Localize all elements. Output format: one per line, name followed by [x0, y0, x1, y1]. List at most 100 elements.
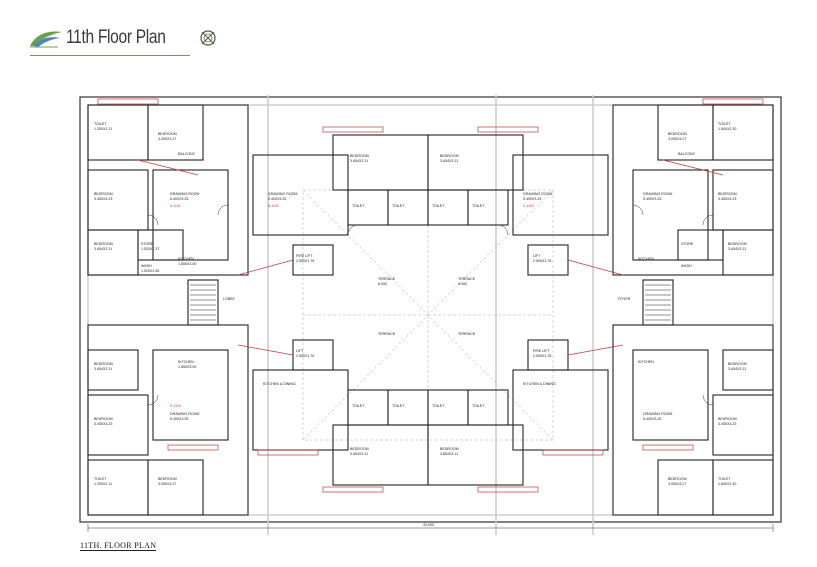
room-label: BEDROOM: [440, 154, 459, 158]
room-label: TOILET: [472, 204, 485, 208]
room-label: BEDROOM: [94, 192, 113, 196]
room-label: LIFT: [296, 349, 304, 353]
room-dim: 1.520X1.37: [141, 247, 159, 251]
room-label: KITCHEN: [178, 257, 194, 261]
room-label: BEDROOM: [158, 132, 177, 136]
room-dim: 3.654X3.11: [440, 159, 458, 163]
room-label: BEDROOM: [94, 242, 113, 246]
room-label: DRAWING ROOM: [523, 192, 552, 196]
room-dim: 3.654X3.11: [440, 452, 458, 456]
room-label: BEDROOM: [440, 447, 459, 451]
room-label: TOILET: [352, 204, 365, 208]
room-label: BEDROOM: [718, 417, 737, 421]
room-label: DRAWING ROOM: [170, 192, 199, 196]
room-label: TOILET: [94, 122, 107, 126]
room-dim: 6.000: [458, 282, 467, 286]
unit-label: B-1102: [268, 204, 279, 208]
room-label: BEDROOM: [668, 132, 687, 136]
room-label: BEDROOM: [728, 362, 747, 366]
room-label: BEDROOM: [350, 447, 369, 451]
room-label: DRAWING ROOM: [170, 412, 199, 416]
room-dim: 3.450X4.23: [94, 197, 112, 201]
room-dim: 5.400X3.25: [170, 417, 188, 421]
room-label: TOILET: [392, 204, 405, 208]
header-underline: [30, 55, 190, 56]
room-label: TOILET: [352, 404, 365, 408]
room-dim: 3.654X3.11: [728, 367, 746, 371]
room-dim: 3.450X4.23: [718, 197, 736, 201]
room-label: LIFT: [533, 254, 541, 258]
room-dim: 3.050X3.27: [158, 137, 176, 141]
room-dim: 3.450X4.23: [718, 422, 736, 426]
room-label: BEDROOM: [718, 192, 737, 196]
room-label: TOILET: [432, 404, 445, 408]
room-dim: 3.654X3.11: [94, 247, 112, 251]
room-dim: 1.840X2.30: [718, 127, 736, 131]
floor-plan-svg: TOILET 1.300X2.11 BEDROOM 3.050X3.27 BED…: [79, 95, 782, 535]
room-label: KITCHEN & DINING: [263, 382, 296, 386]
room-dim: 2.500X1.76: [533, 259, 551, 263]
room-dim: 5.400X3.25: [170, 197, 188, 201]
room-label: KITCHEN & DINING: [523, 382, 556, 386]
room-label: WASH: [141, 264, 152, 268]
room-label: FIRE LIFT: [296, 254, 313, 258]
room-dim: 3.050X3.27: [158, 482, 176, 486]
room-label: DRAWING ROOM: [643, 412, 672, 416]
room-label: BEDROOM: [158, 477, 177, 481]
room-label: FIRE LIFT: [533, 349, 550, 353]
room-dim: 5.400X3.25: [643, 197, 661, 201]
room-label: TOILET: [94, 477, 107, 481]
room-label: KITCHEN: [178, 360, 194, 364]
page-header: 11th Floor Plan: [28, 18, 216, 58]
room-dim: 2.500X1.76: [296, 354, 314, 358]
room-label: TOILET: [718, 122, 731, 126]
room-dim: 3.050X3.27: [668, 482, 686, 486]
room-label: BALCONY: [678, 152, 696, 156]
room-dim: 1.300X2.11: [94, 127, 112, 131]
room-dim: 2.500X1.76: [296, 259, 314, 263]
room-label: TERRACE: [378, 332, 396, 336]
room-label: TOILET: [472, 404, 485, 408]
room-dim: 5.400X3.25: [523, 197, 541, 201]
room-dim: 3.050X3.27: [668, 137, 686, 141]
room-label: DRAWING ROOM: [643, 192, 672, 196]
room-label: TERRACE: [378, 277, 396, 281]
room-label: TOILET: [718, 477, 731, 481]
room-label: STORE: [681, 242, 694, 246]
compass-badge-icon: [200, 30, 216, 46]
overall-dimension: 43.000: [423, 523, 434, 527]
room-label: KITCHEN: [638, 257, 654, 261]
room-dim: 5.400X3.25: [268, 197, 286, 201]
room-label: DRAWING ROOM: [268, 192, 297, 196]
plan-caption: 11TH. FLOOR PLAN: [80, 541, 157, 551]
unit-label: A-1101: [170, 204, 181, 208]
room-dim: 3.654X3.11: [350, 159, 368, 163]
room-label: BEDROOM: [668, 477, 687, 481]
room-dim: 6.000: [378, 282, 387, 286]
room-dim: 5.400X3.25: [643, 417, 661, 421]
page-title: 11th Floor Plan: [66, 27, 166, 48]
room-label: BEDROOM: [94, 362, 113, 366]
room-dim: 1.840X2.30: [718, 482, 736, 486]
room-dim: 3.654X3.11: [728, 247, 746, 251]
room-label: STORE: [141, 242, 154, 246]
room-label: TOILET: [432, 204, 445, 208]
room-dim: 3.450X4.23: [94, 422, 112, 426]
room-dim: 1.850X3.00: [178, 262, 196, 266]
room-label: BEDROOM: [350, 154, 369, 158]
room-label: TOILET: [392, 404, 405, 408]
room-dim: 2.500X1.76: [533, 354, 551, 358]
room-label: LOBBY: [223, 297, 236, 301]
unit-label: C-1103: [523, 204, 534, 208]
leaf-logo-icon: [30, 31, 62, 48]
room-dim: 3.654X3.11: [94, 367, 112, 371]
room-label: BALCONY: [178, 152, 196, 156]
room-label: KITCHEN: [638, 360, 654, 364]
room-dim: 1.520X1.50: [141, 269, 159, 273]
room-label: WASH: [681, 264, 692, 268]
room-label: FOYER: [618, 297, 631, 301]
room-dim: 1.850X3.00: [178, 365, 196, 369]
room-dim: 3.654X3.11: [350, 452, 368, 456]
room-label: TERRACE: [458, 332, 476, 336]
unit-label: D-1104: [170, 404, 181, 408]
